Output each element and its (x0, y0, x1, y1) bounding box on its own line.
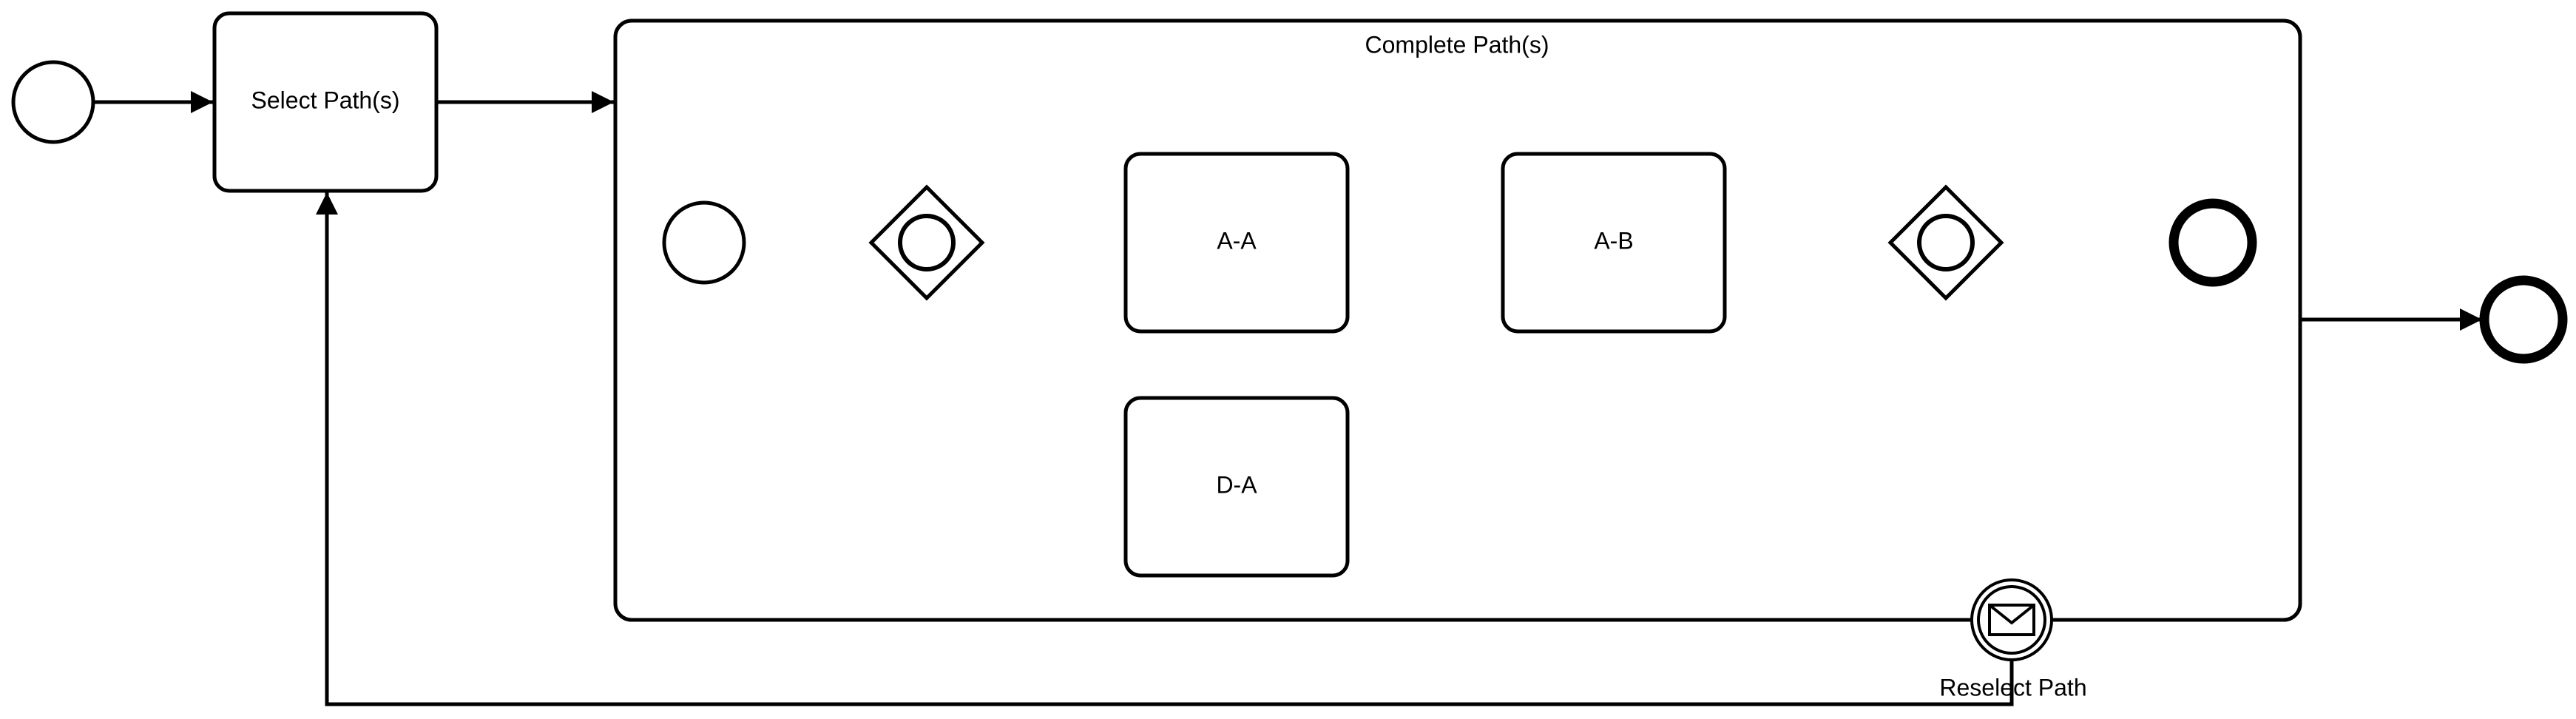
end-event[interactable] (2479, 275, 2568, 364)
task-a-b-label: A-B (1594, 227, 1633, 254)
inclusive-gateway-icon (898, 214, 956, 271)
task-select-paths-label: Select Path(s) (251, 87, 400, 113)
task-d-a[interactable]: D-A (1123, 396, 1350, 578)
flow-reselect-loop[interactable] (316, 192, 2014, 706)
boundary-event-reselect[interactable]: Reselect Path (1939, 578, 2087, 701)
subprocess-complete-paths[interactable]: Complete Path(s) (613, 18, 2302, 622)
inclusive-gateway-icon (1917, 214, 1975, 271)
join-gateway[interactable] (1887, 184, 2004, 301)
split-gateway[interactable] (868, 184, 985, 301)
inner-end-event[interactable] (2168, 198, 2257, 287)
boundary-event-label: Reselect Path (1939, 674, 2086, 701)
inner-start-event[interactable] (662, 200, 746, 285)
envelope-icon (1988, 604, 2035, 636)
task-d-a-label: D-A (1216, 471, 1257, 498)
subprocess-title: Complete Path(s) (1365, 31, 1549, 58)
task-a-a[interactable]: A-A (1123, 152, 1350, 334)
start-event[interactable] (11, 60, 95, 144)
task-select-paths[interactable]: Select Path(s) (212, 11, 439, 193)
task-a-a-label: A-A (1217, 227, 1257, 254)
task-a-b[interactable]: A-B (1501, 152, 1727, 334)
